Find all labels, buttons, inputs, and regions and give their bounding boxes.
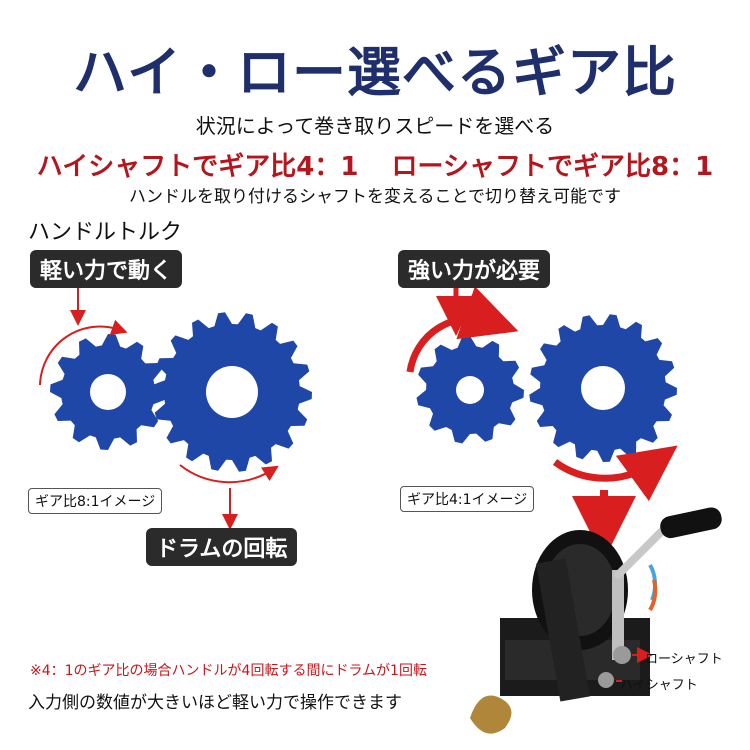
gear-large-left-hole xyxy=(206,366,258,418)
gear-small-right-hole xyxy=(456,376,484,404)
gear-small-left-hole xyxy=(90,374,126,410)
rotation-arrow-large-left xyxy=(179,464,279,484)
high-shaft-label: ハイシャフト xyxy=(620,678,698,693)
hand-winch-image xyxy=(470,507,722,734)
low-shaft-label: ローシャフト xyxy=(645,652,723,667)
strong-force-tag: 強い力が必要 xyxy=(398,250,551,288)
rotation-arrow-large-right xyxy=(552,445,678,502)
light-force-tag: 軽い力で動く xyxy=(30,250,183,288)
page-title: ハイ・ロー選べるギア比 xyxy=(73,41,677,104)
switch-note: ハンドルを取り付けるシャフトを変えることで切り替え可能です xyxy=(129,187,621,207)
ratio-image-label-4-1: ギア比4:1イメージ xyxy=(400,486,535,512)
bottom-note: 入力側の数値が大きいほど軽い力で操作できます xyxy=(28,693,402,713)
low-shaft-ratio: ローシャフトでギア比8：1 xyxy=(391,152,714,182)
gear-large-right-hole xyxy=(581,366,625,410)
ratio-row: ハイシャフトでギア比4：1 ローシャフトでギア比8：1 xyxy=(0,146,750,183)
drum-rotation-tag: ドラムの回転 xyxy=(146,528,298,566)
high-shaft-ratio: ハイシャフトでギア比4：1 xyxy=(36,152,359,182)
footnote: ※4：1のギア比の場合ハンドルが4回転する間にドラムが1回転 xyxy=(30,663,427,679)
rotation-arrow-small-left xyxy=(39,319,128,386)
torque-heading: ハンドルトルク xyxy=(28,220,183,245)
subtitle: 状況によって巻き取りスピードを選べる xyxy=(195,114,555,138)
ratio-image-label-8-1: ギア比8:1イメージ xyxy=(28,488,163,514)
